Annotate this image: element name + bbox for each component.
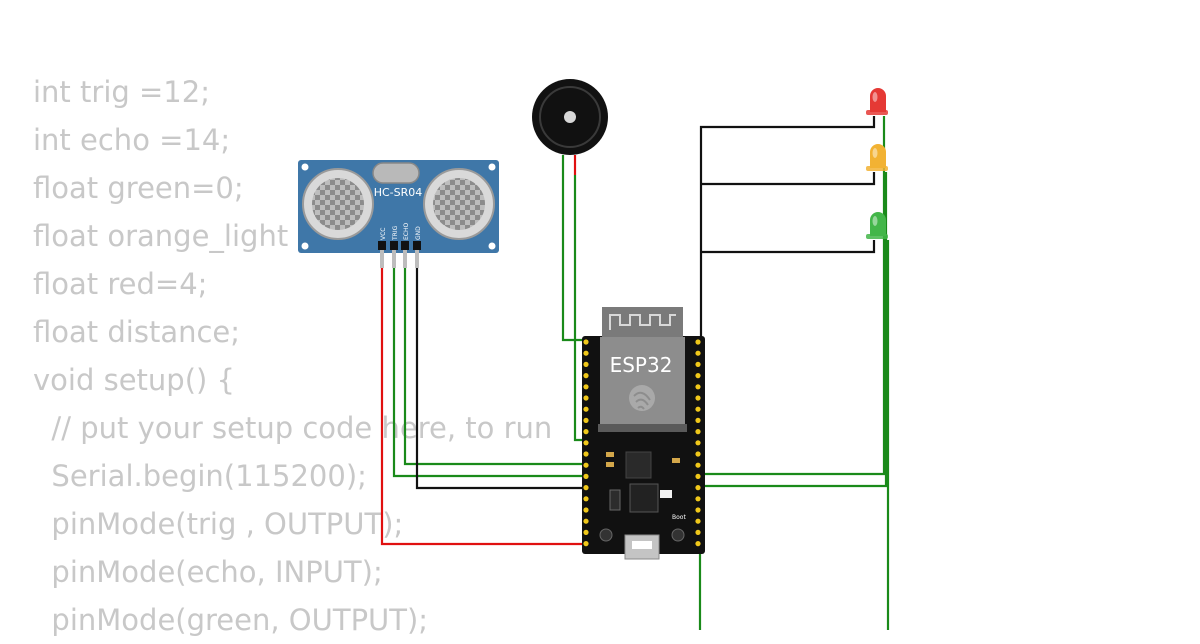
pin-pad — [695, 350, 701, 356]
pin-pad — [583, 541, 589, 547]
wifi-module — [600, 337, 685, 429]
pin-pad — [583, 529, 589, 536]
led-orange[interactable] — [866, 144, 888, 171]
ultrasonic-sensor[interactable]: HC-SR04 VCC TRIG ECHO GND — [298, 160, 499, 268]
board-label: ESP32 — [610, 353, 673, 377]
left-transducer — [302, 168, 374, 240]
code-line: pinMode(trig , OUTPUT); — [33, 507, 404, 541]
wire-buzzer-negative — [561, 155, 586, 342]
sensor-model-label: HC-SR04 — [374, 186, 423, 199]
en-button-icon — [599, 528, 613, 542]
led-red[interactable] — [866, 88, 888, 115]
sensor-pin-label: VCC — [380, 228, 387, 240]
led-green[interactable] — [866, 212, 888, 239]
pin-pad — [583, 496, 589, 502]
espressif-logo-icon — [629, 385, 655, 411]
buzzer-center-icon — [564, 111, 576, 123]
pin-pad — [583, 417, 589, 423]
code-line: float red=4; — [33, 267, 208, 301]
pin-pad — [695, 429, 701, 435]
pin-pad — [583, 429, 589, 435]
boot-button-icon — [671, 528, 685, 542]
code-line: float orange_light — [33, 219, 289, 253]
wire-led-red-anode — [698, 116, 886, 476]
circuit-diagram: HC-SR04 VCC TRIG ECHO GND — [298, 79, 890, 630]
pin-pad — [583, 339, 589, 345]
wire-led-orange-gnd — [701, 172, 876, 186]
wire-sensor-vcc — [380, 250, 586, 546]
sensor-pin-label: GND — [415, 226, 422, 240]
pin-pad — [695, 417, 701, 423]
pin-pad — [695, 473, 701, 479]
pin-pad — [695, 384, 701, 390]
pin-pad — [695, 440, 701, 446]
code-line: void setup() { — [33, 363, 235, 397]
pin-pad — [583, 440, 589, 446]
pin-pad — [583, 361, 589, 367]
wire-led-red-gnd — [699, 116, 876, 340]
left-pin-header — [583, 339, 589, 547]
buzzer[interactable] — [532, 79, 608, 155]
pin-pad — [695, 395, 701, 401]
wire-sensor-gnd — [415, 250, 586, 490]
pin-pad — [695, 406, 701, 412]
pin-pad — [695, 496, 701, 502]
code-line: pinMode(echo, INPUT); — [33, 555, 383, 589]
pin-pad — [695, 451, 701, 457]
code-line: Serial.begin(115200); — [33, 459, 367, 493]
pin-pad — [695, 518, 701, 524]
wire-led-orange-anode — [698, 172, 888, 488]
pin-pad — [695, 485, 701, 491]
pin-pad — [583, 384, 589, 390]
pin-pad — [583, 462, 589, 468]
code-line: float distance; — [33, 315, 241, 349]
esp32-board[interactable]: ESP32 Boot — [582, 307, 705, 560]
sensor-pin-label: ECHO — [403, 223, 410, 240]
pin-pad — [695, 507, 701, 513]
right-pin-header — [695, 339, 701, 547]
pin-pad — [695, 541, 701, 547]
code-listing: int trig =12; int echo =14; float green=0;… — [33, 68, 552, 644]
sensor-pin-label: TRIG — [392, 225, 399, 241]
pin-pad — [583, 485, 589, 491]
pin-pad — [583, 518, 589, 524]
pin-pad — [695, 529, 701, 536]
right-transducer — [423, 168, 495, 240]
crystal-oscillator — [372, 162, 420, 184]
wire-led-green-gnd — [701, 240, 876, 254]
pin-pad — [583, 395, 589, 401]
pin-pad — [583, 406, 589, 412]
pin-pad — [583, 507, 589, 513]
pin-pad — [695, 361, 701, 367]
code-line: int trig =12; — [33, 75, 210, 109]
usb-uart-chip — [629, 483, 659, 513]
pin-pad — [695, 339, 701, 345]
pin-pad — [583, 350, 589, 356]
pin-pad — [695, 462, 701, 468]
pin-pad — [583, 373, 589, 379]
wire-sensor-echo — [403, 250, 586, 466]
code-line: int echo =14; — [33, 123, 231, 157]
wire-sensor-trig — [392, 250, 586, 478]
pin-pad — [583, 473, 589, 479]
pin-pad — [583, 451, 589, 457]
boot-label: Boot — [672, 514, 686, 521]
pin-pad — [695, 373, 701, 379]
sensor-header-pins — [378, 241, 421, 268]
code-line: float green=0; — [33, 171, 244, 205]
